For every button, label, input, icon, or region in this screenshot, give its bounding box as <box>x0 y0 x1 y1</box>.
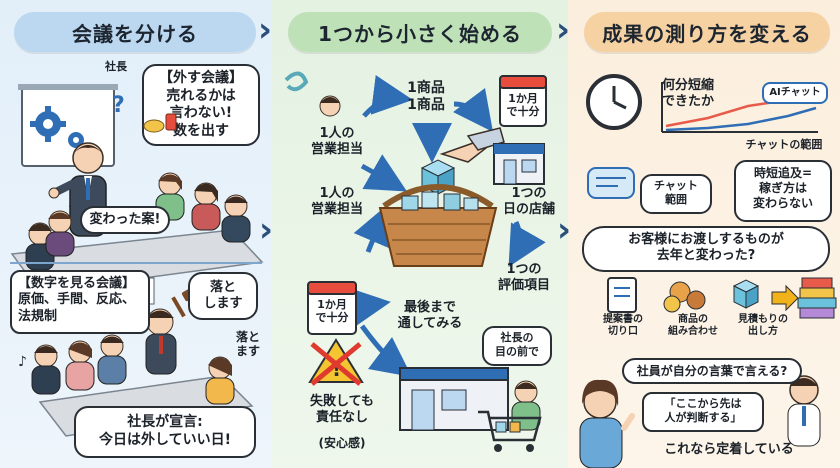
label-try-through: 最後まで 通してみる <box>397 300 463 331</box>
bubble-quote: 「ここから先は 人が判断する」 <box>642 392 764 432</box>
bubble-line: 数を出す <box>173 122 229 139</box>
label-one-store: 1つの 日の店舗 <box>502 186 555 217</box>
label-item-combo: 商品の 組み合わせ <box>668 314 718 337</box>
chevron-right-icon: › <box>259 210 274 250</box>
warning-icon: ! <box>308 338 364 386</box>
label-no-blame: 失敗しても 責任なし <box>310 394 374 425</box>
label-one-product: 1商品 1商品 <box>407 80 445 113</box>
gear-icon <box>68 132 84 148</box>
basket-icon <box>378 184 498 267</box>
label-how-much: 何分短縮 できたか <box>662 78 715 109</box>
clock-icon <box>586 74 642 130</box>
store-icon <box>493 143 545 185</box>
bubble-line: 【外す会議】 <box>159 70 243 86</box>
panel2-title: 1つから小さく始める <box>288 12 552 52</box>
label-item-estimate: 見積もりの 出し方 <box>738 314 788 337</box>
bubble-line: 売れるかは <box>166 87 236 104</box>
svg-text:!: ! <box>332 357 341 381</box>
section-divider <box>10 262 262 264</box>
panel3-scene <box>579 74 837 468</box>
label-one-sales-2: 1人の 営業担当 <box>310 186 363 217</box>
chevron-right-icon: › <box>258 10 273 50</box>
bubble-president-declare: 社長が宣言: 今日は外していい日! <box>74 406 256 458</box>
bubble-line: 言わない! <box>169 105 233 121</box>
label-item-proposal: 提案書の 切り口 <box>603 314 643 337</box>
bubble-external-meeting: 【外す会議】 売れるかは 言わない! 数を出す <box>142 64 260 146</box>
stacked-blocks-icon <box>797 277 837 319</box>
bubble-line: 【数字を見る会議】 <box>18 276 136 291</box>
bubble-line: 原価、手間、反応、 <box>18 292 136 308</box>
cart-icon <box>478 410 542 452</box>
bubble-line: 法規制 <box>18 308 58 324</box>
panel1-title: 会議を分ける <box>14 12 256 52</box>
label-one-sales-1: 1人の 営業担当 <box>310 126 363 157</box>
bubble-in-front: 社長の 目の前で <box>482 326 552 366</box>
bubble-drop-1: 落と します <box>188 272 258 320</box>
label-relief: (安心感) <box>318 436 366 450</box>
bubble-own-words: 社員が自分の言葉で言える? <box>622 358 802 384</box>
label-one-month-2: 1か月 で十分 <box>315 298 349 325</box>
store-icon <box>399 367 509 431</box>
label-chat-range: チャットの範囲 <box>745 138 823 151</box>
chip-ai-chat: AIチャット <box>762 82 828 104</box>
chevron-right-icon: › <box>556 10 571 50</box>
bubble-chat-range: チャット 範囲 <box>640 174 712 214</box>
chevron-right-icon: › <box>557 210 572 250</box>
products-icon <box>663 281 706 313</box>
panel3-title: 成果の測り方を変える <box>584 12 830 52</box>
bubble-question: お客様にお渡しするものが 去年と変わった? <box>582 226 830 272</box>
cube-icon <box>732 279 760 309</box>
label-settled: これなら定着している <box>664 442 794 457</box>
document-icon <box>607 277 637 313</box>
svg-text:♪: ♪ <box>18 354 27 370</box>
label-one-month-1: 1か月 で十分 <box>506 92 540 119</box>
drop-label-2: 落と ます <box>235 330 260 359</box>
bubble-numbers-meeting: 【数字を見る会議】 原価、手間、反応、 法規制 <box>10 270 150 334</box>
bubble-line: 社長が宣言: <box>127 414 203 430</box>
bubble-line: 今日は外していい日! <box>99 431 231 448</box>
bubble-changed-idea: 変わった案! <box>80 206 170 234</box>
gear-icon <box>30 106 66 142</box>
calendar-icon <box>499 75 547 127</box>
calendar-icon <box>307 281 357 335</box>
food-icons <box>143 113 177 133</box>
bubble-pursuit: 時短追及= 稼ぎ方は 変わらない <box>734 160 832 222</box>
arrow-right-icon <box>771 284 799 312</box>
president-label: 社長 <box>105 60 127 73</box>
panel2-scene: ! <box>284 71 547 452</box>
label-one-eval: 1つの 評価項目 <box>497 262 550 293</box>
svg-text:?: ? <box>112 93 125 118</box>
